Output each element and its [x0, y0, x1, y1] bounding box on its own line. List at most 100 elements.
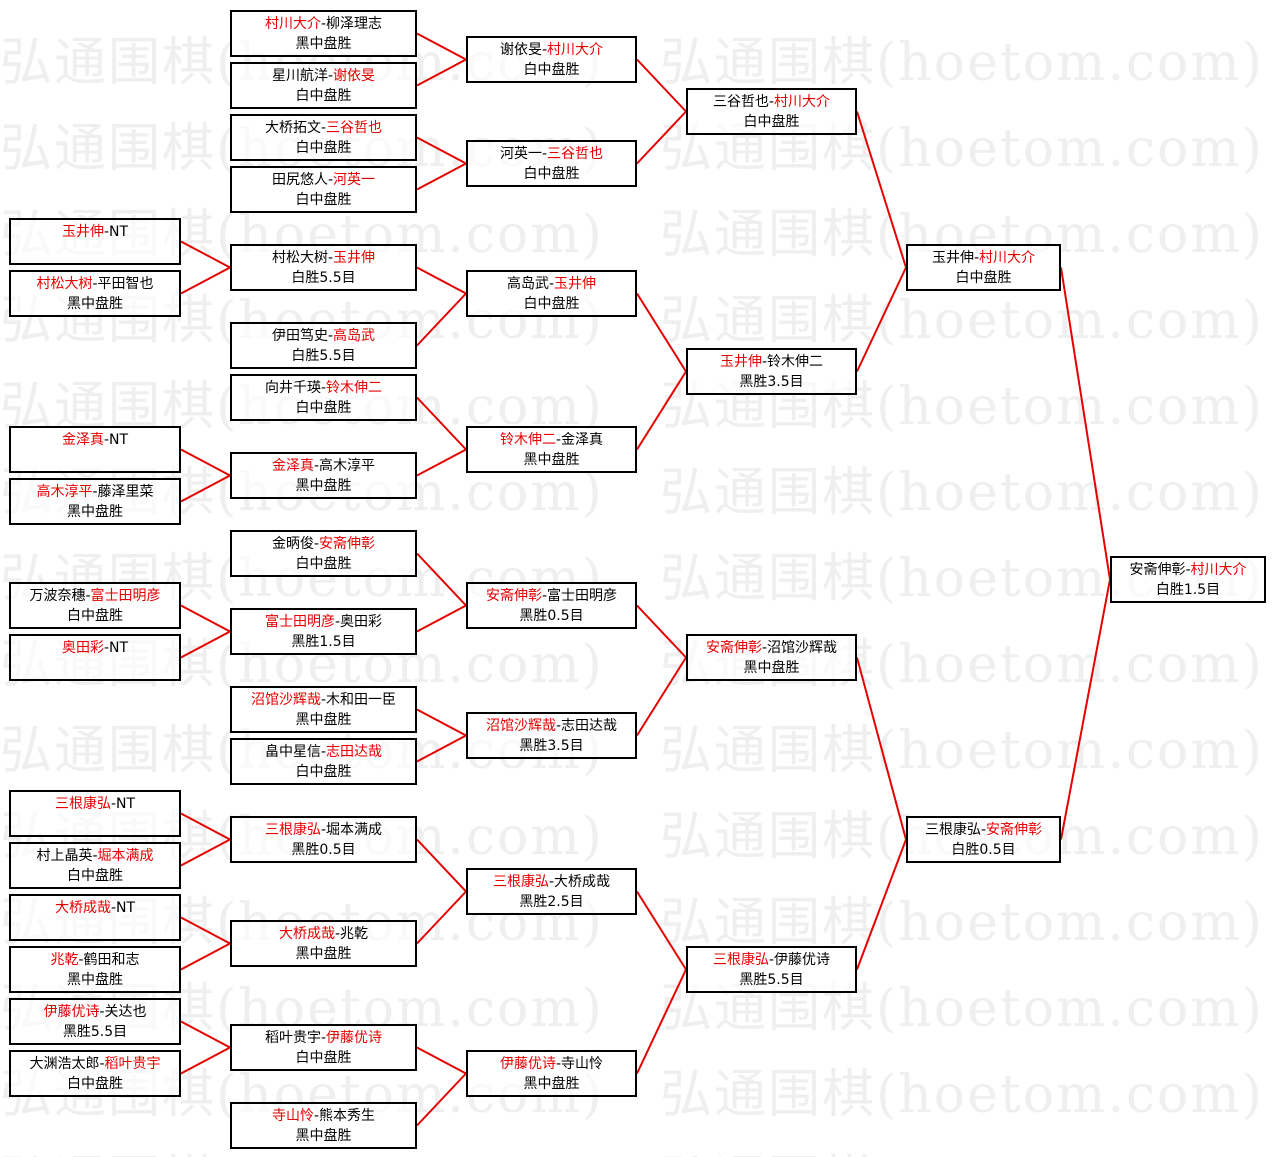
connector-m5-q3 — [416, 266, 467, 295]
player-name: 大渊浩太郎 — [29, 1056, 100, 1072]
winner-name: 村松大树 — [36, 276, 93, 292]
connector-a7-m13 — [180, 812, 231, 841]
match-result: 黑中盘胜 — [295, 712, 352, 728]
winner-name: 奥田彩 — [61, 640, 104, 656]
separator: - — [555, 1056, 562, 1072]
winner-name: 三谷哲也 — [326, 120, 383, 136]
separator: - — [541, 42, 548, 58]
match-players: 村川大介-柳泽理志 — [232, 14, 415, 34]
match-players: 安斋伸彰-富士田明彦 — [468, 586, 635, 606]
separator: - — [110, 900, 117, 916]
separator: - — [320, 380, 327, 396]
winner-name: 三根康弘 — [492, 874, 549, 890]
match-players: 星川航洋-谢依旻 — [232, 66, 415, 86]
connector-a12-m15 — [180, 1046, 231, 1075]
separator: - — [761, 640, 768, 656]
winner-name: 高岛武 — [333, 328, 376, 344]
match-box-a3: 金泽真-NT — [9, 426, 181, 473]
match-box-s2: 玉井伸-铃木伸二黑胜3.5目 — [686, 348, 857, 395]
match-players: 玉井伸-NT — [11, 222, 179, 242]
match-players: 田尻悠人-河英一 — [232, 170, 415, 190]
match-players: 安斋伸彰-沼馆沙辉哉 — [688, 638, 855, 658]
separator: - — [1185, 562, 1191, 578]
winner-name: 安斋伸彰 — [485, 588, 542, 604]
match-result: 黑中盘胜 — [523, 1076, 580, 1092]
winner-name: 河英一 — [333, 172, 376, 188]
separator: - — [334, 926, 341, 942]
match-box-m9: 金昞俊-安斋伸彰白中盘胜 — [230, 530, 417, 577]
separator: - — [313, 1108, 320, 1124]
separator: - — [103, 640, 110, 656]
connector-s4-f2 — [856, 839, 907, 970]
player-name: NT — [116, 796, 136, 812]
match-players: 万波奈穗-富士田明彦 — [11, 586, 179, 606]
match-box-a5: 万波奈穗-富士田明彦白中盘胜 — [9, 582, 181, 629]
match-players: 奥田彩-NT — [11, 638, 179, 658]
match-players: 寺山怜-熊本秀生 — [232, 1106, 415, 1126]
separator: - — [327, 328, 334, 344]
player-name: 村松大树 — [271, 250, 328, 266]
match-players: 稻叶贵宇-伊藤优诗 — [232, 1028, 415, 1048]
winner-name: 玉井伸 — [61, 224, 104, 240]
match-players: 兆乾-鹤田和志 — [11, 950, 179, 970]
separator: - — [92, 276, 98, 292]
separator: - — [768, 94, 775, 110]
match-players: 金泽真-NT — [11, 430, 179, 450]
match-result: 黑中盘胜 — [67, 296, 123, 312]
connector-m13-q7 — [416, 838, 467, 893]
separator: - — [85, 588, 91, 604]
winner-name: 志田达哉 — [326, 744, 383, 760]
match-box-m11: 沼馆沙辉哉-木和田一臣黑中盘胜 — [230, 686, 417, 733]
match-box-q1: 谢依旻-村川大介白中盘胜 — [466, 36, 637, 83]
separator: - — [541, 146, 548, 162]
match-players: 河英一-三谷哲也 — [468, 144, 635, 164]
connector-a4-m8 — [180, 474, 231, 503]
match-result: 黑胜5.5目 — [739, 972, 804, 988]
separator: - — [327, 250, 334, 266]
match-box-m3: 大桥拓文-三谷哲也白中盘胜 — [230, 114, 417, 161]
match-box-a12: 大渊浩太郎-稻叶贵宇白中盘胜 — [9, 1050, 181, 1097]
match-result: 黑中盘胜 — [67, 504, 123, 520]
match-players: 三根康弘-安斋伸彰 — [908, 820, 1059, 840]
winner-name: 三根康弘 — [712, 952, 769, 968]
separator: - — [110, 796, 117, 812]
match-result: 黑中盘胜 — [295, 36, 352, 52]
match-result: 白中盘胜 — [523, 166, 580, 182]
winner-name: 富士田明彦 — [264, 614, 335, 630]
winner-name: 玉井伸 — [719, 354, 762, 370]
player-name: 畠中星信 — [264, 744, 321, 760]
match-players: 高木淳平-藤泽里菜 — [11, 482, 179, 502]
separator: - — [973, 250, 980, 266]
player-name: 谢依旻 — [499, 42, 542, 58]
player-name: 大桥成哉 — [554, 874, 611, 890]
connector-q2-s1 — [636, 110, 687, 165]
connector-m2-q1 — [416, 58, 467, 87]
player-name: 沼馆沙辉哉 — [767, 640, 838, 656]
separator: - — [555, 432, 562, 448]
match-players: 三谷哲也-村川大介 — [688, 92, 855, 112]
connector-q1-s1 — [636, 58, 687, 113]
separator: - — [327, 68, 334, 84]
player-name: 金昞俊 — [271, 536, 314, 552]
winner-name: 高木淳平 — [36, 484, 93, 500]
match-result: 黑胜2.5目 — [519, 894, 584, 910]
player-name: 木和田一臣 — [326, 692, 397, 708]
player-name: 村上晶英 — [36, 848, 93, 864]
match-players: 玉井伸-村川大介 — [908, 248, 1059, 268]
match-box-a7: 三根康弘-NT — [9, 790, 181, 837]
match-players: 三根康弘-伊藤优诗 — [688, 950, 855, 970]
player-name: 鹤田和志 — [83, 952, 140, 968]
connector-m1-q1 — [416, 32, 467, 61]
match-players: 大桥成哉-NT — [11, 898, 179, 918]
match-players: 谢依旻-村川大介 — [468, 40, 635, 60]
player-name: 伊田笃史 — [271, 328, 328, 344]
separator: - — [313, 458, 320, 474]
match-box-q7: 三根康弘-大桥成哉黑胜2.5目 — [466, 868, 637, 915]
connector-a8-m13 — [180, 838, 231, 867]
match-players: 金昞俊-安斋伸彰 — [232, 534, 415, 554]
match-box-a8: 村上晶英-堀本满成白中盘胜 — [9, 842, 181, 889]
player-name: 关达也 — [104, 1004, 147, 1020]
match-players: 大桥拓文-三谷哲也 — [232, 118, 415, 138]
separator: - — [78, 952, 84, 968]
